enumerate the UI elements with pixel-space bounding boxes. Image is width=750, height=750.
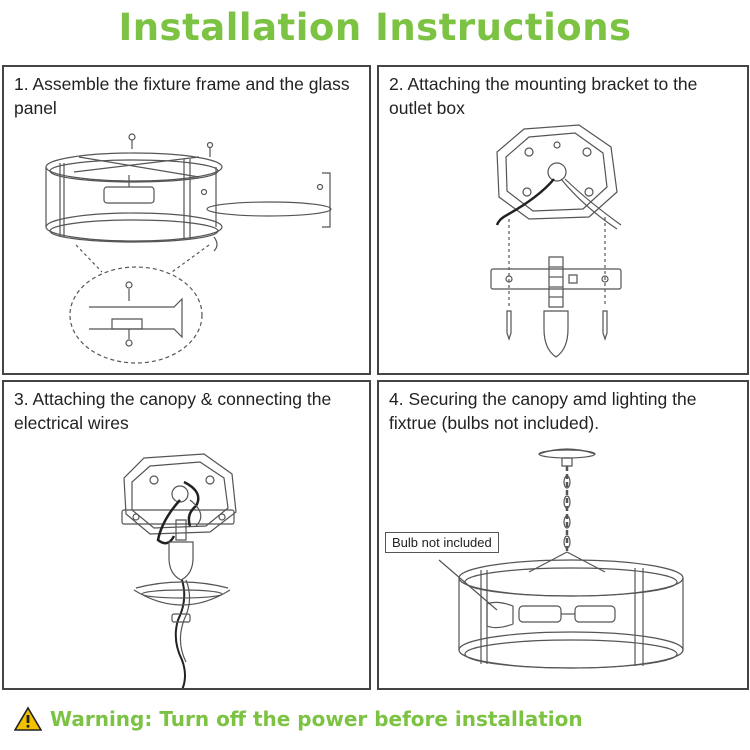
step-2-text: 2. Attaching the mounting bracket to the… [389,74,698,118]
warning-banner: Warning: Turn off the power before insta… [14,703,583,735]
step-1-panel: 1. Assemble the fixture frame and the gl… [2,65,371,375]
page-title: Installation Instructions [118,6,632,49]
step-2-panel: 2. Attaching the mounting bracket to the… [377,65,749,375]
mounting-bracket-illustration [379,67,749,375]
warning-triangle-icon [14,706,42,732]
step-4-text: 4. Securing the canopy amd lighting the … [389,389,697,433]
step-3-panel: 3. Attaching the canopy & connecting the… [2,380,371,690]
installed-fixture-illustration [379,382,749,690]
step-1-text: 1. Assemble the fixture frame and the gl… [14,74,350,118]
bulb-callout-label: Bulb not included [385,532,499,553]
step-4-panel: 4. Securing the canopy amd lighting the … [377,380,749,690]
fixture-frame-illustration [4,67,371,375]
step-3-text: 3. Attaching the canopy & connecting the… [14,389,332,433]
warning-text: Warning: Turn off the power before insta… [50,707,583,731]
canopy-wiring-illustration [4,382,371,690]
